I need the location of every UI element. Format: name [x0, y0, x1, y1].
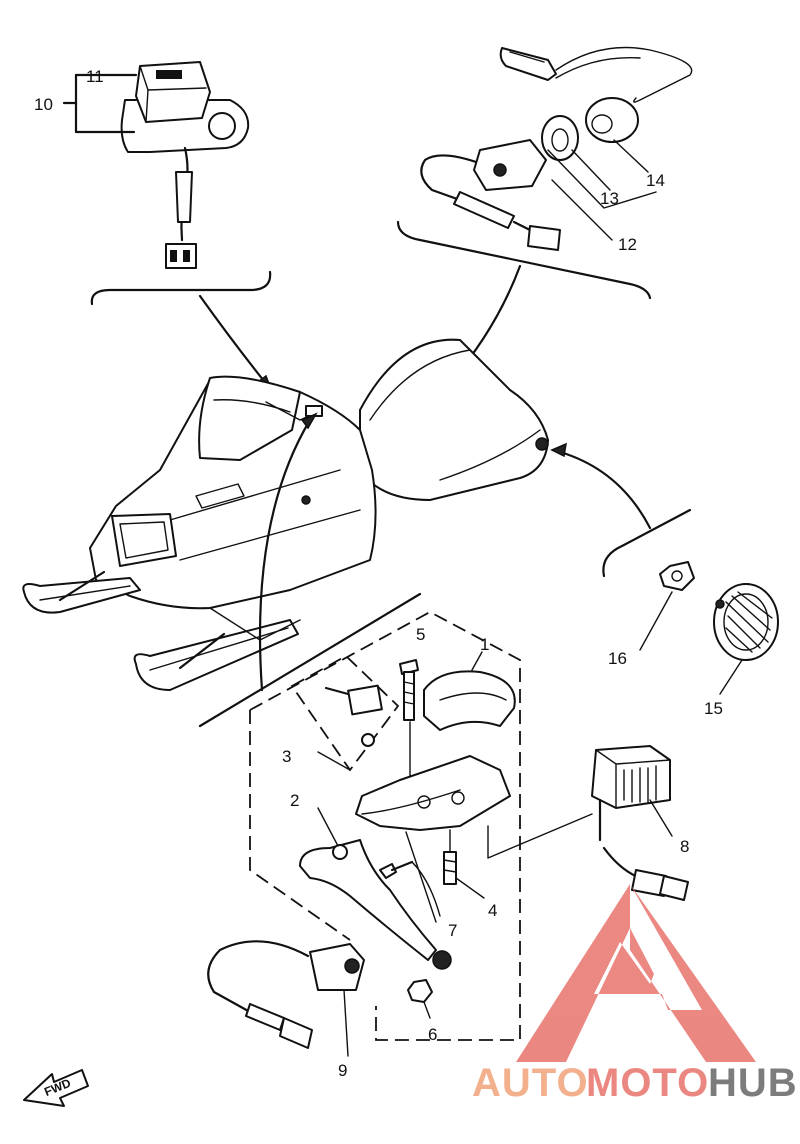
- watermark-triangle-mark: [516, 884, 756, 1062]
- callout-9: 9: [338, 1061, 347, 1080]
- lever-pointer-arrow: [258, 418, 312, 692]
- relay-group-divider: [90, 270, 272, 306]
- callout-13: 13: [600, 189, 619, 208]
- watermark-logo: AUTO MOTO HUB: [472, 884, 798, 1105]
- callout-8: 8: [680, 837, 689, 856]
- switch-group-divider: [396, 220, 652, 300]
- taillight-group-divider: [602, 508, 692, 578]
- watermark-hub: HUB: [708, 1061, 798, 1105]
- callout-1: 1: [480, 635, 489, 654]
- taillight-pointer-arrow: [558, 450, 652, 530]
- callout-10: 10: [34, 95, 53, 114]
- callout-15: 15: [704, 699, 723, 718]
- callout-6: 6: [428, 1025, 437, 1044]
- taillight-assembly: [639, 561, 779, 695]
- lever-group-divider: [198, 592, 422, 728]
- watermark-moto: MOTO: [586, 1061, 709, 1105]
- callout-2: 2: [290, 791, 299, 810]
- callout-12: 12: [618, 235, 637, 254]
- brake-lever-assembly: [207, 610, 689, 1057]
- main-switch-assembly: [420, 46, 693, 251]
- callout-3: 3: [282, 747, 291, 766]
- callout-11: 11: [86, 67, 104, 86]
- callout-14: 14: [646, 171, 665, 190]
- relay-pointer-arrow: [198, 294, 270, 388]
- snowmobile-illustration: [22, 338, 549, 691]
- relay-assembly: [62, 61, 250, 269]
- fwd-direction-arrow: FWD: [23, 1069, 89, 1107]
- callout-4: 4: [488, 901, 497, 920]
- watermark-auto: AUTO: [472, 1061, 589, 1105]
- callout-5: 5: [416, 625, 425, 644]
- callout-16: 16: [608, 649, 627, 668]
- callout-7: 7: [448, 921, 457, 940]
